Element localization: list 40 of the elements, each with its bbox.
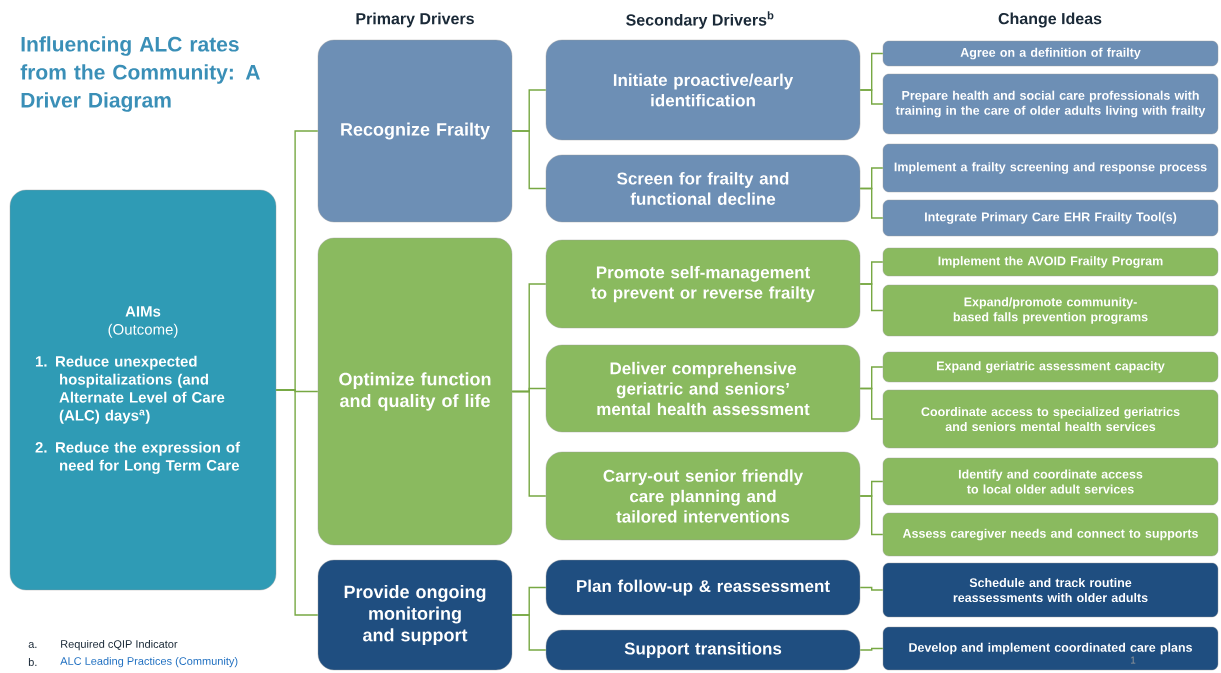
connector — [859, 495, 884, 536]
secondary-driver-box: Carry-out senior friendly care planning and tailored interventions — [545, 451, 861, 541]
connector — [511, 390, 547, 497]
secondary-driver-box: Initiate proactive/early identification — [545, 39, 861, 141]
connector — [511, 130, 547, 190]
connector — [859, 387, 884, 420]
column-heading: Change Ideas — [998, 12, 1102, 28]
page-number: 1 — [1131, 656, 1136, 664]
connector — [859, 187, 884, 219]
footnote-text: Required cQIP Indicator — [61, 639, 178, 651]
title: Influencing ALC rates from the Community: A Driver Diagram — [20, 36, 260, 112]
secondary-driver-box: Deliver comprehensive geriatric and seniors’ mental health assessment — [545, 344, 861, 433]
footnote-link: ALC Leading Practices (Community) — [60, 656, 238, 668]
secondary-driver-box: Screen for frailty and functional decline — [545, 154, 861, 223]
secondary-driver-box: Promote self-management to prevent or reverse frailty — [545, 239, 861, 329]
primary-driver-box: Provide ongoing monitoring and support — [317, 559, 513, 671]
secondary-driver-box: Plan follow-up & reassessment — [545, 559, 861, 616]
change-idea-box: Expand geriatric assessment capacity — [882, 351, 1219, 383]
change-idea-box: Integrate Primary Care EHR Frailty Tool(s) — [882, 199, 1219, 237]
connector — [511, 614, 547, 651]
change-idea-box: Implement the AVOID Frailty Program — [882, 247, 1219, 277]
change-idea-box: Expand/promote community-based falls prevention programs — [882, 284, 1219, 337]
connector — [275, 389, 319, 616]
change-idea-box: Identify and coordinate access to local older adult services — [882, 457, 1219, 506]
aim-box: AIMs (Outcome) 1. Reduce unexpected hospitalizations (and Alternate Level of Care (ALC) days$^{a}$) 2. Reduce the expression of need for Long Term Care — [9, 189, 277, 591]
connector — [859, 586, 884, 591]
change-idea-box: Implement a frailty screening and response process — [882, 143, 1219, 193]
secondary-driver-box: Support transitions — [545, 629, 861, 671]
connector — [859, 89, 884, 105]
change-idea-box: Coordinate access to specialized geriatrics and seniors mental health services — [882, 389, 1219, 449]
change-idea-box: Schedule and track routine reassessments with older adults — [882, 562, 1219, 618]
primary-driver-box: Recognize Frailty — [317, 39, 513, 223]
footnote-marker: b. — [28, 657, 37, 667]
primary-driver-box: Optimize function and quality of life — [317, 237, 513, 546]
change-idea-box: Assess caregiver needs and connect to supports — [882, 512, 1219, 557]
connector — [859, 647, 884, 651]
change-idea-box: Agree on a definition of frailty — [882, 40, 1219, 67]
connector — [859, 283, 884, 312]
footnote-marker: a. — [28, 642, 37, 648]
change-idea-box: Prepare health and social care professionals with training in the care of older adults living with frailty — [882, 73, 1219, 135]
